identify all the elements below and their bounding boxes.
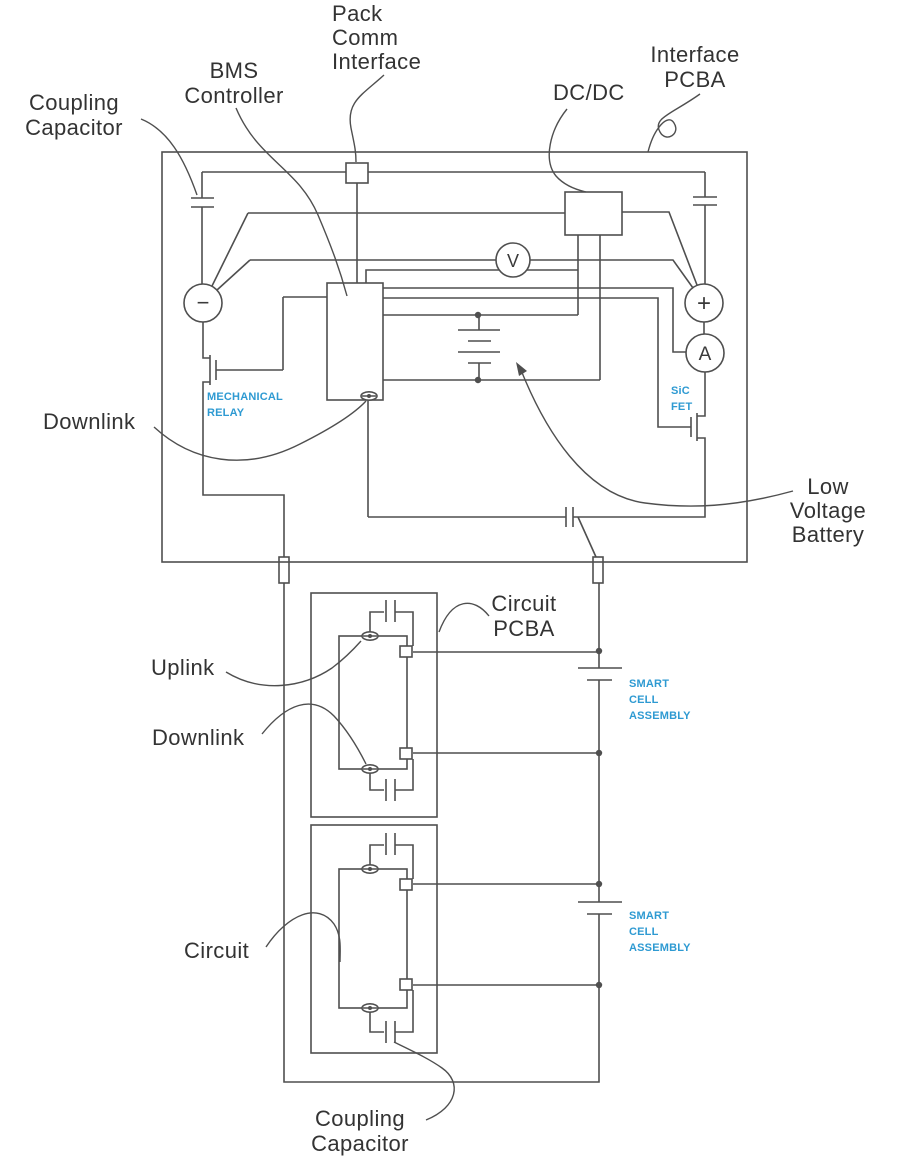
voltmeter-symbol: V (507, 251, 519, 271)
right-board-connector (592, 556, 604, 584)
label-mechanical-relay: MECHANICAL RELAY (207, 391, 283, 419)
label-pack-comm-interface: Pack Comm Interface (332, 1, 422, 74)
label-coupling-capacitor-top: Coupling Capacitor (25, 90, 123, 140)
label-sic-fet: SiC FET (671, 385, 693, 413)
positive-terminal-symbol: + (697, 290, 711, 317)
label-smart-cell-assembly-1: SMART CELL ASSEMBLY (629, 678, 691, 722)
pad-uplink-1 (399, 645, 413, 658)
dcdc-box (564, 191, 623, 236)
junction-dots (474, 311, 603, 989)
label-interface-pcba: Interface PCBA (650, 42, 740, 92)
label-uplink: Uplink (151, 655, 215, 680)
pad-downlink-2 (399, 978, 413, 991)
label-smart-cell-assembly-2: SMART CELL ASSEMBLY (629, 910, 691, 954)
pad-downlink-1 (399, 747, 413, 760)
voltmeter-circle (495, 242, 531, 278)
label-circuit-pcba: Circuit PCBA (491, 591, 557, 641)
downlink-coupling-capacitor-symbol (367, 401, 574, 527)
label-circuit: Circuit (184, 938, 250, 963)
interface-pcba-box (161, 151, 748, 563)
label-low-voltage-battery: Low Voltage Battery (789, 474, 867, 547)
circuit-pcba-box-2 (310, 824, 438, 1054)
label-downlink-top: Downlink (43, 409, 136, 434)
mechanical-relay-symbol (202, 322, 285, 557)
uplink-coupling-capacitor-2 (369, 833, 414, 879)
ammeter-symbol: A (699, 344, 712, 365)
label-bms-controller: BMS Controller (184, 58, 284, 108)
bms-controller-box (326, 282, 384, 401)
circuit-pcba-box-1 (310, 592, 438, 818)
leader-lines (140, 74, 794, 1121)
label-downlink-mid: Downlink (152, 725, 245, 750)
label-dc-dc: DC/DC (553, 80, 625, 105)
pad-uplink-2 (399, 878, 413, 891)
label-coupling-capacitor-bottom: Coupling Capacitor (311, 1106, 409, 1156)
positive-terminal-circle (684, 283, 724, 323)
smart-cell-battery-2 (578, 901, 622, 915)
downlink-coupling-capacitor-1 (369, 759, 414, 801)
pack-comm-connector (345, 162, 369, 184)
sic-fet-symbol (573, 372, 706, 518)
low-voltage-battery-symbol (458, 315, 500, 380)
smart-cell-battery-1 (578, 583, 622, 902)
ammeter-circle (685, 333, 725, 373)
uplink-coupling-capacitor-1 (369, 600, 414, 646)
negative-terminal-symbol: − (197, 290, 210, 315)
tap-ovals (360, 390, 379, 1013)
left-board-connector (278, 556, 290, 584)
negative-terminal-circle (183, 283, 223, 323)
battery-pointer-arrowhead (516, 362, 527, 376)
cell-string-wiring (283, 583, 622, 1083)
bottom-coupling-capacitor-2 (369, 990, 414, 1043)
